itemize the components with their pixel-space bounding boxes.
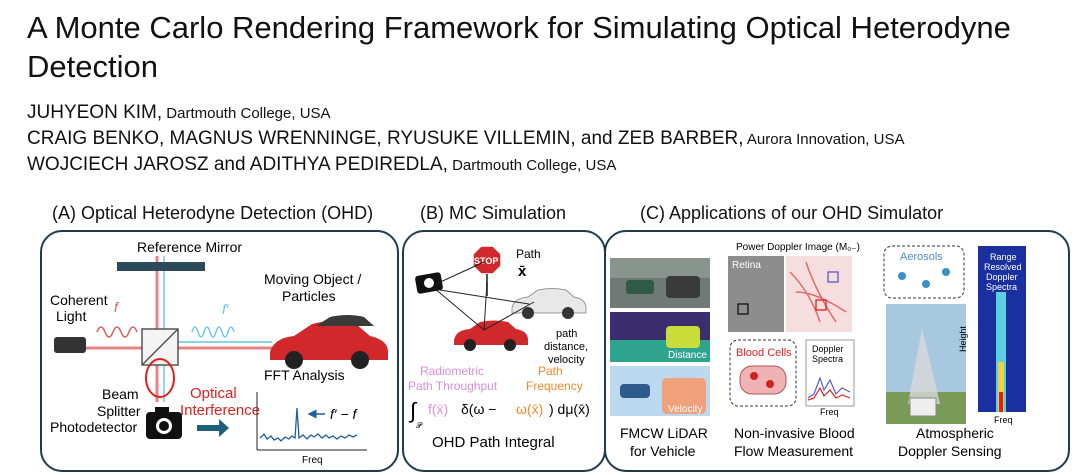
fmcw-label-1: FMCW LiDAR: [620, 425, 708, 441]
height-axis-label: Height: [958, 325, 968, 352]
atmospheric-label-1: Atmospheric: [916, 425, 994, 441]
path-info-2: distance,: [544, 341, 588, 353]
range-freq-label: Freq: [994, 415, 1013, 425]
integrand-measure: ) dμ(x̄): [549, 401, 590, 417]
beat-frequency-label: f′ − f: [330, 406, 358, 422]
radiometric-label: Radiometric: [420, 364, 484, 378]
svg-text:STOP: STOP: [474, 256, 498, 266]
retina-image: [728, 256, 784, 332]
fft-spectrum-icon: [259, 407, 358, 442]
panel-a: Reference Mirror Coherent Light f f′ Bea…: [40, 230, 399, 472]
coherent-label: Coherent: [50, 292, 108, 308]
panel-c-title: (C) Applications of our OHD Simulator: [640, 203, 944, 223]
splitter-label: Splitter: [97, 403, 141, 419]
mc-simulation-diagram: STOP Path x̄: [408, 245, 590, 451]
integrand-throughput: f(x̄): [428, 401, 448, 417]
f-prime-label: f′: [222, 301, 230, 317]
path-info-1: path: [556, 328, 577, 340]
light-label: Light: [56, 308, 86, 324]
doppler-spectra-label-2: Spectra: [812, 354, 843, 364]
author-line-3: WOJCIECH JAROSZ and ADITHYA PEDIREDLA, D…: [27, 154, 617, 175]
doppler-spectra-label-1: Doppler: [812, 344, 844, 354]
retina-label: Retina: [732, 260, 761, 271]
ohd-diagram: Reference Mirror Coherent Light f f′ Bea…: [50, 239, 388, 466]
doppler-spectra-plot: [805, 339, 855, 407]
doppler-freq-label: Freq: [820, 407, 839, 417]
author-list: JUHYEON KIM, Dartmouth College, USA CRAI…: [27, 100, 1067, 178]
path-freq-label-2: Frequency: [526, 379, 583, 393]
stop-sign-icon: STOP: [472, 245, 502, 296]
power-doppler-label: Power Doppler Image (M₀₋): [736, 242, 860, 253]
integrand-frequency: ω(x̄): [516, 401, 543, 417]
light-paths: [433, 261, 535, 331]
reference-mirror-icon: [117, 262, 205, 271]
blood-cells-label: Blood Cells: [736, 347, 792, 359]
interference-label: Interference: [180, 402, 260, 419]
fft-analysis-label: FFT Analysis: [264, 367, 345, 383]
noninvasive-label-2: Flow Measurement: [734, 443, 853, 459]
path-freq-label-1: Path: [538, 364, 563, 378]
blood-cells-inset: [729, 339, 797, 407]
incident-wave-icon: [96, 326, 138, 338]
integral-domain: 𝒫: [416, 421, 423, 430]
aerosols-label: Aerosols: [900, 251, 943, 263]
aerosols-inset: [883, 245, 965, 299]
f-label: f: [114, 299, 120, 315]
integrand-delta: δ(ω −: [461, 401, 496, 417]
range-resolved-label-1: Range: [990, 252, 1017, 262]
path-throughput-label: Path Throughput: [408, 379, 498, 393]
arrow-right-icon: [197, 419, 229, 437]
paper-title: A Monte Carlo Rendering Framework for Si…: [27, 10, 1011, 84]
beam-label: Beam: [102, 386, 139, 402]
noninvasive-label-1: Non-invasive Blood: [734, 425, 855, 441]
laser-icon: [54, 337, 86, 353]
reflected-wave-icon: [191, 326, 235, 338]
white-car-icon: [511, 288, 587, 319]
range-resolved-label-2: Resolved: [984, 262, 1022, 272]
interference-marker-icon: [145, 358, 175, 398]
red-car-icon: [270, 315, 388, 369]
camera-icon: [146, 407, 182, 439]
integral-sign: ∫: [408, 398, 418, 423]
fmcw-label-2: for Vehicle: [630, 443, 696, 459]
ohd-path-integral-label: OHD Path Integral: [432, 434, 555, 451]
panel-a-title: (A) Optical Heterodyne Detection (OHD): [52, 203, 374, 223]
optical-label: Optical: [190, 385, 237, 402]
atmospheric-label-2: Doppler Sensing: [898, 443, 1002, 459]
camera-icon: [415, 272, 443, 294]
distance-label: Distance: [668, 350, 707, 361]
reference-mirror-label: Reference Mirror: [137, 239, 242, 255]
red-car-small-icon: [454, 320, 528, 351]
applications-diagram: Distance Velocity FMCW LiDAR for Vehicle…: [610, 242, 1026, 459]
author-line-2: CRAIG BENKO, MAGNUS WRENNINGE, RYUSUKE V…: [27, 128, 905, 149]
teaser-figure: (A) Optical Heterodyne Detection (OHD) (…: [0, 203, 1080, 475]
path-symbol: x̄: [518, 263, 527, 280]
panel-c: Distance Velocity FMCW LiDAR for Vehicle…: [604, 230, 1070, 472]
freq-axis-label: Freq: [302, 455, 323, 466]
velocity-label: Velocity: [668, 404, 702, 415]
author-line-1: JUHYEON KIM, Dartmouth College, USA: [27, 102, 331, 123]
particles-label: Particles: [282, 288, 336, 304]
path-info-3: velocity: [548, 354, 585, 366]
moving-object-label: Moving Object /: [264, 271, 361, 287]
range-resolved-label-3: Doppler: [986, 272, 1018, 282]
photodetector-label: Photodetector: [50, 419, 138, 435]
path-label: Path: [516, 247, 541, 261]
range-resolved-label-4: Spectra: [986, 282, 1017, 292]
panel-b: STOP Path x̄: [402, 230, 606, 472]
panel-b-title: (B) MC Simulation: [420, 203, 567, 223]
